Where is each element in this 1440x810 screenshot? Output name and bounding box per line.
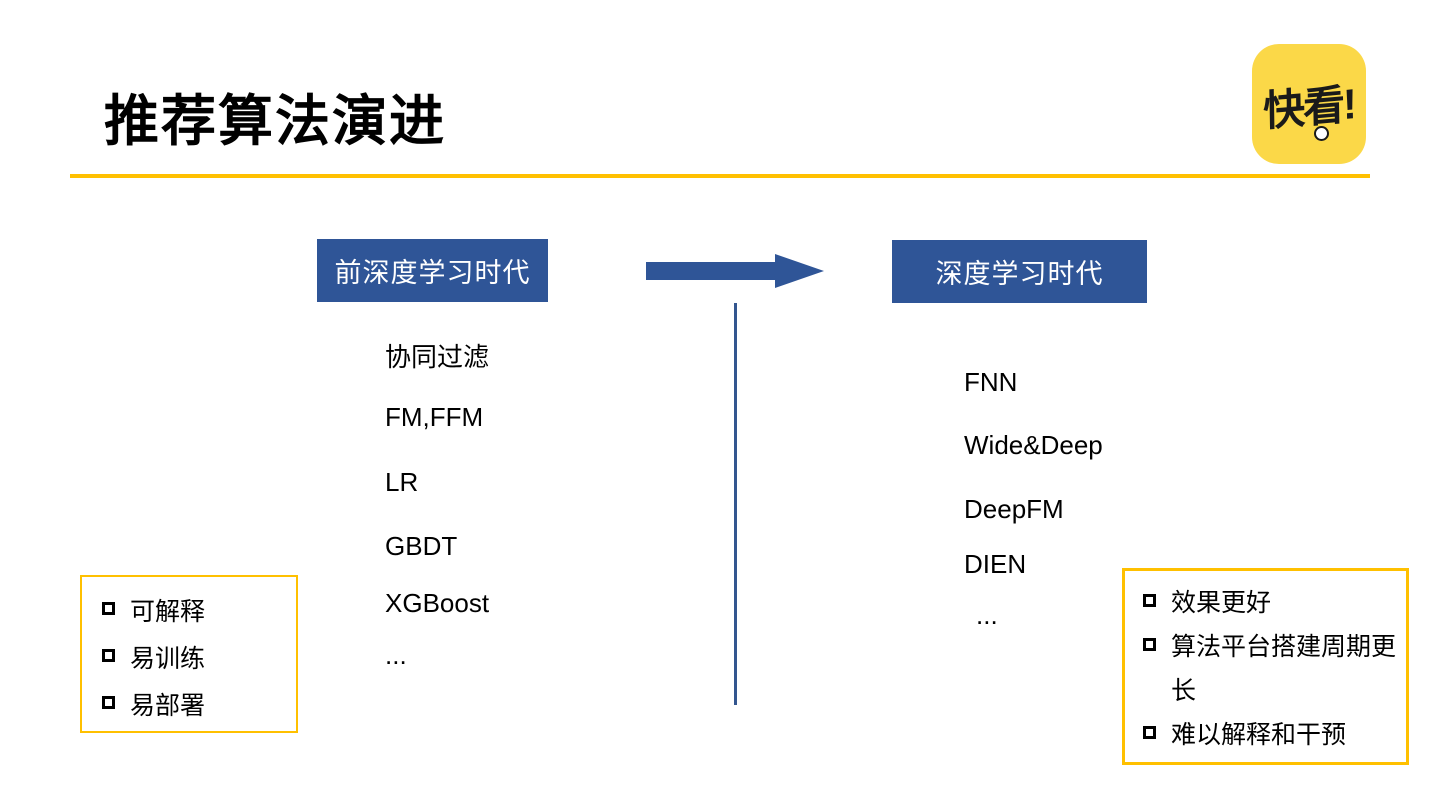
list-item: ...: [385, 640, 407, 670]
callout-label: 易训练: [130, 645, 206, 673]
list-item: LR: [385, 467, 419, 497]
checkbox-bullet-icon: [102, 696, 115, 709]
era-box-deep-learning: 深度学习时代: [892, 240, 1147, 303]
callout-box-deep: 效果更好 算法平台搭建周期更长 难以解释和干预: [1122, 568, 1409, 765]
callout-list-pre: 可解释 易训练 易部署: [100, 589, 288, 730]
callout-label: 可解释: [130, 598, 206, 626]
era-box-deep-label: 深度学习时代: [935, 259, 1104, 289]
callout-list-deep: 效果更好 算法平台搭建周期更长 难以解释和干预: [1141, 581, 1400, 757]
list-item: ...: [976, 600, 998, 630]
checkbox-bullet-icon: [1143, 594, 1156, 607]
list-item: XGBoost: [385, 588, 490, 618]
page-title: 推荐算法演进: [104, 90, 447, 152]
list-item: Wide&Deep: [964, 430, 1103, 460]
callout-item: 易部署: [100, 683, 288, 730]
list-item: 协同过滤: [385, 342, 490, 372]
list-item: DeepFM: [964, 494, 1064, 524]
callout-box-pre: 可解释 易训练 易部署: [80, 575, 298, 733]
title-underline: [70, 174, 1370, 178]
callout-label: 效果更好: [1171, 589, 1272, 617]
callout-item: 算法平台搭建周期更长: [1141, 625, 1400, 713]
callout-label: 易部署: [130, 692, 206, 720]
callout-item: 可解释: [100, 589, 288, 636]
checkbox-bullet-icon: [1143, 726, 1156, 739]
list-item: GBDT: [385, 531, 458, 561]
era-box-pre-label: 前深度学习时代: [334, 258, 531, 288]
checkbox-bullet-icon: [1143, 638, 1156, 651]
kuaikan-logo-face-icon: [1314, 126, 1329, 141]
callout-item: 易训练: [100, 636, 288, 683]
vertical-divider-line: [734, 303, 737, 705]
callout-item: 效果更好: [1141, 581, 1400, 625]
callout-item: 难以解释和干预: [1141, 713, 1400, 757]
callout-label: 算法平台搭建周期更长: [1171, 633, 1397, 705]
list-item: DIEN: [964, 549, 1027, 579]
callout-label: 难以解释和干预: [1171, 721, 1347, 749]
right-arrow-icon: [646, 254, 824, 288]
era-box-pre-deep-learning: 前深度学习时代: [317, 239, 548, 302]
kuaikan-logo-text: 快看!: [1262, 79, 1356, 135]
list-item: FNN: [964, 367, 1018, 397]
checkbox-bullet-icon: [102, 602, 115, 615]
kuaikan-logo: 快看!: [1252, 44, 1366, 164]
checkbox-bullet-icon: [102, 649, 115, 662]
list-item: FM,FFM: [385, 402, 484, 432]
